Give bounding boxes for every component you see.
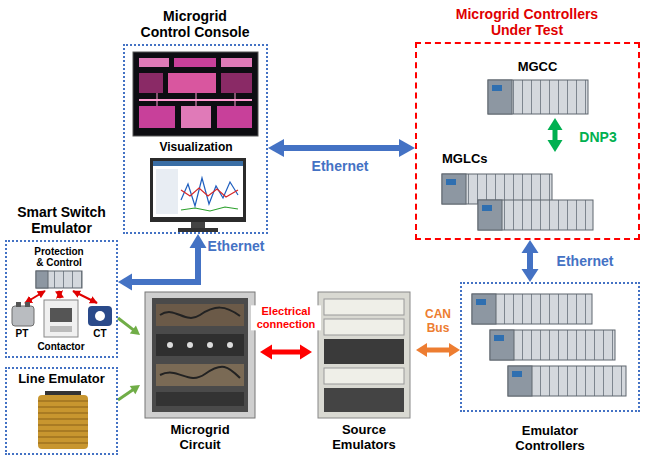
photo-node: Source Emulators	[312, 292, 416, 455]
arrow-head	[416, 343, 427, 357]
box-title: Microgrid Control Console	[139, 8, 251, 40]
connector-line	[118, 318, 135, 331]
arrow-head	[268, 139, 284, 157]
arrow-head	[548, 140, 563, 152]
arrow-head	[190, 234, 207, 248]
arrow-head	[260, 345, 272, 360]
connector	[118, 385, 140, 400]
connector	[118, 318, 140, 335]
circuit-cabinet	[145, 292, 255, 418]
connector-line	[118, 389, 135, 400]
arrow-head	[522, 269, 539, 282]
arrow-head	[548, 118, 563, 130]
device-label: MGLCs	[442, 152, 488, 167]
photo-label: Microgrid Circuit	[155, 423, 245, 453]
connector-line	[279, 145, 404, 151]
connector-label: DNP3	[579, 129, 616, 145]
line-coil	[38, 391, 88, 449]
connector	[118, 234, 207, 291]
connector	[268, 139, 415, 157]
arrow-head	[522, 240, 539, 253]
device-label: MGCC	[480, 60, 595, 75]
box-title: Microgrid Controllers Under Test	[447, 6, 607, 38]
connector	[260, 345, 312, 360]
line-emulator-box: Line Emulator	[5, 367, 118, 455]
part-name: PT	[16, 328, 29, 340]
visualization-monitor	[150, 158, 246, 232]
device-label: Protection & Control	[31, 246, 87, 268]
control-screen	[133, 52, 258, 136]
arrow-head	[449, 343, 460, 357]
emulator-controllers-box: Emulator Controllers	[460, 282, 640, 412]
screen-caption: Visualization	[159, 141, 232, 155]
connector-label: Ethernet	[208, 238, 265, 254]
arrow-head	[300, 345, 312, 360]
arrow-head	[130, 385, 140, 394]
arrow-head	[118, 274, 132, 291]
arrow-head	[399, 139, 415, 157]
mgcc-device	[488, 80, 588, 114]
connector-line	[128, 244, 198, 282]
console-box: Microgrid Control Console	[123, 44, 268, 234]
device-node: MGCC	[480, 60, 595, 118]
connector	[548, 118, 563, 152]
smart-switch-devices	[12, 271, 112, 337]
connector-label: Electrical connection	[251, 305, 321, 330]
connector	[416, 343, 460, 357]
photo-node: Microgrid Circuit	[140, 292, 260, 455]
connector-label: Ethernet	[557, 253, 614, 269]
emulator-controller-devices	[472, 294, 626, 396]
device-node: Protection & Control	[28, 246, 90, 290]
box-title: Emulator Controllers	[500, 424, 600, 454]
connector	[522, 240, 539, 282]
arrow-head	[130, 326, 140, 335]
connector-line	[268, 350, 303, 355]
smart-switch-box: Smart Switch EmulatorProtection & Contro…	[5, 240, 118, 358]
device-node: MGLCs	[432, 152, 632, 234]
box-title: Line Emulator	[5, 372, 118, 387]
mglc-devices	[442, 174, 593, 230]
part-name: Contactor	[37, 341, 84, 353]
part-name: CT	[93, 328, 106, 340]
source-emulator-rack	[318, 292, 410, 418]
connector-line	[424, 348, 453, 353]
photo-label: Source Emulators	[316, 423, 412, 453]
connector-label: CAN Bus	[418, 308, 458, 336]
connector-label: Ethernet	[312, 158, 369, 174]
box-title: Smart Switch Emulator	[5, 204, 118, 236]
